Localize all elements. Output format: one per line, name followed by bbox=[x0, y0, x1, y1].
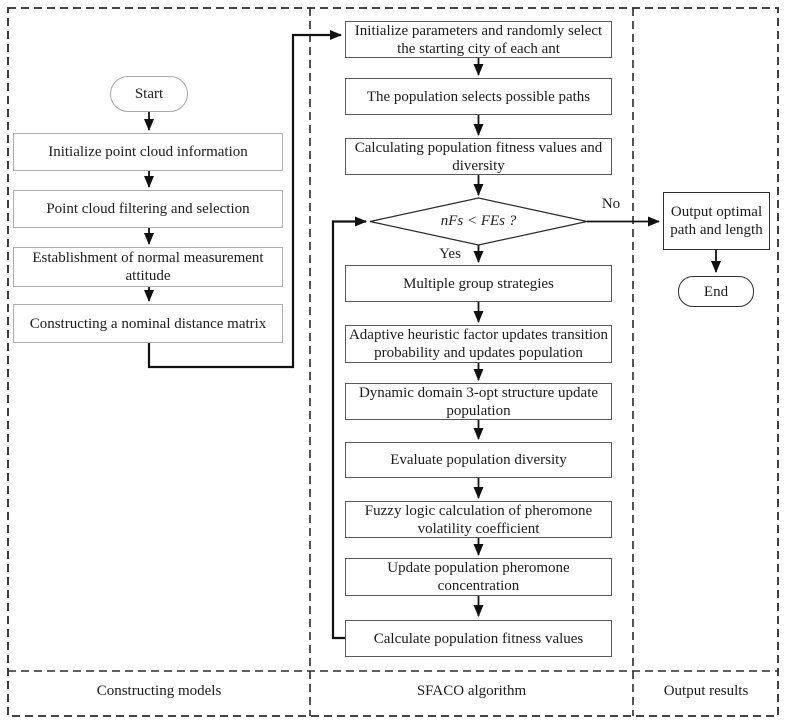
node-fuzzy-logic-volatility: Fuzzy logic calculation of pheromone vol… bbox=[345, 501, 612, 538]
node-point-cloud-filtering: Point cloud filtering and selection bbox=[13, 190, 283, 228]
node-update-pheromone-concentration: Update population pheromone concentratio… bbox=[345, 558, 612, 596]
lane-label-output-results: Output results bbox=[663, 682, 749, 699]
node-calculate-fitness-values: Calculate population fitness values bbox=[345, 620, 612, 657]
decision-no-label: No bbox=[601, 196, 621, 212]
decision-text: nFs < FEs ? bbox=[440, 213, 517, 229]
node-initialize-point-cloud: Initialize point cloud information bbox=[13, 133, 283, 171]
node-calc-fitness-diversity: Calculating population fitness values an… bbox=[345, 138, 612, 175]
lane-label-sfaco-algorithm: SFACO algorithm bbox=[416, 682, 527, 699]
node-population-selects-paths: The population selects possible paths bbox=[345, 78, 612, 115]
node-normal-measurement-attitude: Establishment of normal measurement atti… bbox=[13, 247, 283, 287]
node-evaluate-population-diversity: Evaluate population diversity bbox=[345, 442, 612, 478]
end-node: End bbox=[678, 276, 754, 307]
node-adaptive-heuristic-factor: Adaptive heuristic factor updates transi… bbox=[345, 325, 612, 363]
node-multiple-group-strategies: Multiple group strategies bbox=[345, 265, 612, 302]
node-output-optimal-path: Output optimal path and length bbox=[663, 192, 770, 250]
node-initialize-parameters: Initialize parameters and randomly selec… bbox=[345, 21, 612, 58]
start-node: Start bbox=[110, 76, 188, 112]
node-nominal-distance-matrix: Constructing a nominal distance matrix bbox=[13, 304, 283, 343]
decision-yes-label: Yes bbox=[439, 246, 461, 262]
node-dynamic-domain-3opt: Dynamic domain 3-opt structure update po… bbox=[345, 383, 612, 420]
lane-label-constructing-models: Constructing models bbox=[96, 682, 222, 699]
